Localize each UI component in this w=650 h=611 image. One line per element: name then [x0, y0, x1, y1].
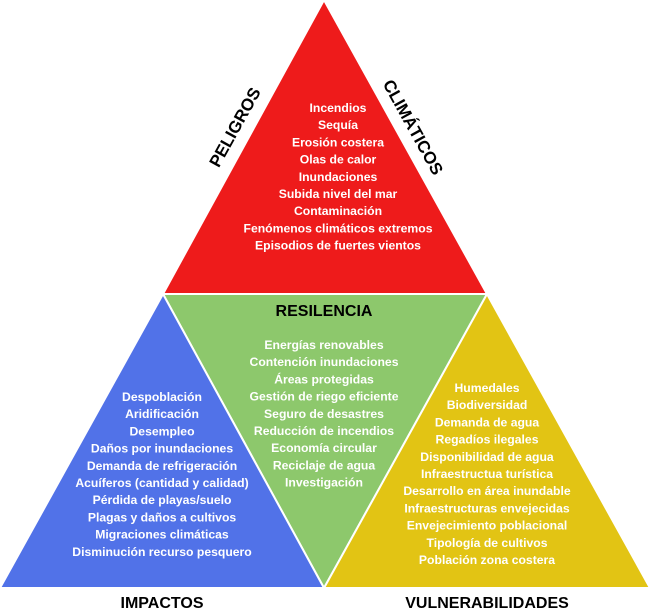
impactos-title: IMPACTOS — [121, 595, 204, 611]
vulnerabilidades-title: VULNERABILIDADES — [405, 595, 569, 611]
impactos-item: Despoblación — [122, 390, 202, 404]
vulnerabilidades-item: Población zona costera — [419, 553, 555, 567]
impactos-item: Disminución recurso pesquero — [72, 545, 251, 559]
resilencia-item: Reciclaje de agua — [273, 458, 376, 472]
peligros-item: Fenómenos climáticos extremos — [244, 221, 433, 235]
peligros-item: Subida nivel del mar — [279, 187, 398, 201]
impactos-item: Plagas y daños a cultivos — [88, 510, 237, 524]
impactos-item: Daños por inundaciones — [91, 442, 233, 456]
vulnerabilidades-item: Demanda de agua — [435, 415, 540, 429]
resilencia-item: Energías renovables — [264, 338, 383, 352]
impactos-item: Migraciones climáticas — [95, 528, 229, 542]
peligros-item: Erosión costera — [292, 135, 384, 149]
vulnerabilidades-item: Disponibilidad de agua — [420, 450, 554, 464]
peligros-item: Inundaciones — [299, 170, 378, 184]
impactos-item: Aridificación — [125, 407, 199, 421]
peligros-item: Incendios — [310, 101, 367, 115]
vulnerabilidades-item: Humedales — [454, 381, 519, 395]
peligros-item: Olas de calor — [300, 153, 377, 167]
vulnerabilidades-item: Infraestructua turística — [421, 467, 553, 481]
resilencia-item: Economía circular — [271, 441, 377, 455]
peligros-item: Contaminación — [294, 204, 382, 218]
resilencia-item: Investigación — [285, 476, 363, 490]
peligros-item: Episodios de fuertes vientos — [255, 239, 421, 253]
impactos-triangle — [0, 291, 326, 589]
vulnerabilidades-item: Regadíos ilegales — [436, 433, 539, 447]
vulnerabilidades-triangle — [322, 291, 650, 589]
resilencia-title: RESILENCIA — [276, 303, 373, 320]
resilencia-item: Contención inundaciones — [250, 355, 399, 369]
vulnerabilidades-item: Tipología de cultivos — [427, 536, 548, 550]
vulnerabilidades-item: Biodiversidad — [447, 398, 528, 412]
vulnerabilidades-item: Desarrollo en área inundable — [403, 484, 571, 498]
impactos-list: DespoblaciónAridificaciónDesempleoDaños … — [72, 390, 251, 559]
impactos-item: Desempleo — [129, 424, 194, 438]
vulnerabilidades-item: Envejecimiento poblacional — [407, 519, 568, 533]
resilencia-item: Áreas protegidas — [274, 371, 374, 386]
impactos-item: Pérdida de playas/suelo — [93, 493, 232, 507]
resilencia-item: Reducción de incendios — [254, 424, 394, 438]
peligros-item: Sequía — [318, 118, 358, 132]
resilencia-item: Gestión de riego eficiente — [250, 390, 399, 404]
vulnerabilidades-item: Infraestructuras envejecidas — [404, 501, 570, 515]
impactos-item: Acuíferos (cantidad y calidad) — [75, 476, 248, 490]
resilencia-item: Seguro de desastres — [264, 407, 384, 421]
impactos-item: Demanda de refrigeración — [87, 459, 237, 473]
